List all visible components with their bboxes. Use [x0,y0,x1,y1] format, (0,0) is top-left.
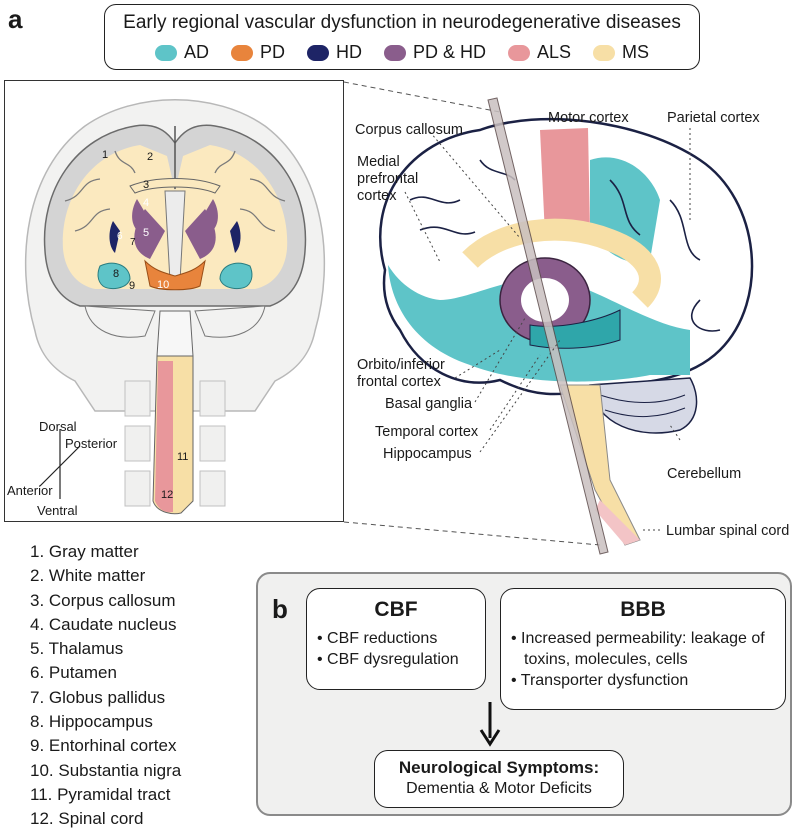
label-parietal-cortex: Parietal cortex [667,110,760,126]
coronal-brain-illustration [24,99,326,515]
bbb-box: BBB • Increased permeability: leakage of… [500,588,786,710]
label-medial-prefrontal-2: prefrontal [357,171,419,187]
key-item: 11. Pyramidal tract [30,784,171,804]
figure-title: Early regional vascular dysfunction in n… [123,12,681,33]
symptoms-title: Neurological Symptoms: [398,758,600,777]
bbb-title: BBB [620,598,666,621]
legend-item-pd-hd: PD & HD [383,42,486,63]
legend-item-ad: AD [154,42,209,63]
panel-b-letter: b [272,594,288,624]
label-medial-prefrontal-3: cortex [357,188,397,204]
key-item: 7. Globus pallidus [30,687,166,707]
label-orbito-2: frontal cortex [357,374,441,390]
bbb-list: • Increased permeability: leakage of tox… [511,628,777,691]
orientation-posterior: Posterior [65,436,118,451]
marker-6: 6 [117,231,123,242]
marker-1: 1 [102,149,109,161]
cbf-title: CBF [374,598,418,621]
key-item: 4. Caudate nucleus [30,614,177,634]
marker-4: 4 [143,197,150,209]
key-item: 2. White matter [30,566,146,586]
swatch-hd [306,44,329,61]
marker-8: 8 [113,268,120,280]
legend-box: Early regional vascular dysfunction in n… [104,4,700,70]
marker-12: 12 [161,489,174,501]
marker-11: 11 [177,451,189,463]
swatch-pd [230,44,253,61]
key-item: 6. Putamen [30,663,117,683]
label-temporal-cortex: Temporal cortex [375,424,479,440]
symptoms-subtitle: Dementia & Motor Deficits [406,780,592,797]
marker-10: 10 [157,279,170,291]
structure-key-list: 1. Gray matter 2. White matter 3. Corpus… [30,540,181,832]
key-item: 8. Hippocampus [30,712,153,732]
cbf-box: CBF • CBF reductions • CBF dysregulation [306,588,486,690]
panel-b: b CBF • CBF reductions • CBF dysregulati… [256,572,792,816]
cbf-item: • CBF reductions [317,630,438,647]
legend-item-pd: PD [230,42,285,63]
marker-7: 7 [130,237,136,248]
label-lumbar-spinal-cord: Lumbar spinal cord [666,523,790,539]
key-item: 5. Thalamus [30,639,124,659]
key-item: 1. Gray matter [30,542,139,561]
bbb-item: • Increased permeability: leakage of tox… [511,630,765,668]
swatch-als [508,44,530,61]
cbf-list: • CBF reductions • CBF dysregulation [317,628,485,670]
legend: AD PD HD PD & HD ALS MS [105,42,699,63]
label-corpus-callosum: Corpus callosum [355,122,463,138]
key-item: 10. Substantia nigra [30,760,182,780]
orientation-dorsal: Dorsal [39,419,77,434]
orientation-ventral: Ventral [37,503,78,518]
panel-a-letter: a [8,4,23,34]
swatch-ad [154,44,177,61]
marker-9: 9 [129,280,136,292]
label-basal-ganglia: Basal ganglia [385,396,473,412]
legend-item-als: ALS [508,42,571,63]
cbf-item: • CBF dysregulation [317,651,459,668]
key-item: 12. Spinal cord [30,809,144,829]
key-item: 9. Entorhinal cortex [30,736,177,756]
label-hippocampus: Hippocampus [383,446,472,462]
label-motor-cortex: Motor cortex [548,110,629,126]
swatch-ms [593,44,616,61]
legend-item-hd: HD [306,42,362,63]
key-item: 3. Corpus callosum [30,590,176,610]
sagittal-brain-illustration [343,81,754,555]
label-orbito-1: Orbito/inferior [357,357,445,373]
label-cerebellum: Cerebellum [667,466,742,482]
marker-5: 5 [143,227,150,239]
symptoms-box: Neurological Symptoms: Dementia & Motor … [374,750,624,808]
arrow-down-icon [479,702,501,747]
coronal-section-panel: 1 2 3 4 5 6 7 8 9 10 11 12 Dorsal Poster… [4,80,344,522]
legend-item-ms: MS [593,42,649,63]
marker-3: 3 [143,179,150,191]
bbb-item: • Transporter dysfunction [511,672,689,689]
label-medial-prefrontal-1: Medial [357,154,400,170]
orientation-anterior: Anterior [7,483,53,498]
swatch-pd-hd [383,44,406,61]
marker-2: 2 [147,151,154,163]
